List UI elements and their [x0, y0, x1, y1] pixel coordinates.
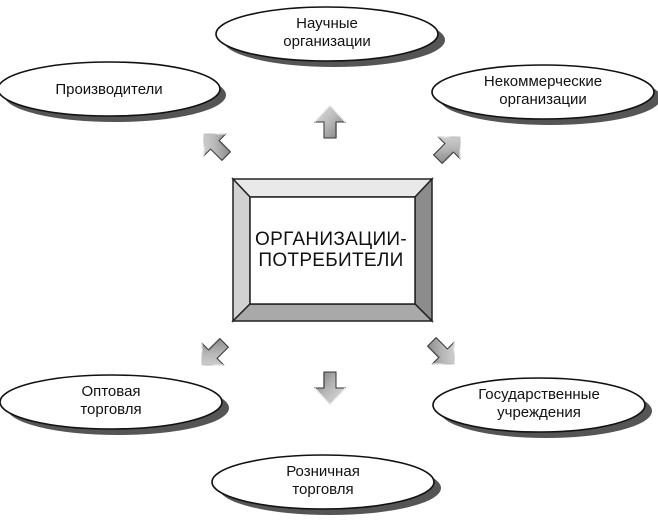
node-producers: Производители: [0, 61, 226, 122]
node-retail-trade: Розничная торговля: [211, 454, 441, 515]
node-government-line1: Государственные: [478, 386, 600, 403]
node-nonprofit-line2: организации: [499, 91, 586, 108]
node-wholesale-line2: торговля: [80, 401, 141, 418]
arrow-down-icon: [314, 371, 346, 405]
node-scientific-line2: организации: [283, 33, 370, 50]
node-retail-line1: Розничная: [286, 463, 360, 480]
node-government-institutions: Государственные учреждения: [432, 377, 652, 438]
arrow-down-left-icon: [190, 331, 236, 377]
node-retail-line2: торговля: [292, 481, 353, 498]
node-wholesale-line1: Оптовая: [81, 383, 140, 400]
arrow-up-right-icon: [426, 125, 472, 171]
node-nonprofit-line1: Некоммерческие: [484, 73, 602, 90]
node-government-line2: учреждения: [497, 404, 581, 421]
arrow-up-icon: [314, 105, 346, 139]
node-wholesale-trade: Оптовая торговля: [0, 374, 229, 435]
center-box: ОРГАНИЗАЦИИ- ПОТРЕБИТЕЛИ: [231, 177, 434, 323]
node-scientific-organizations: Научные организации: [215, 6, 445, 67]
node-producers-line1: Производители: [55, 81, 162, 98]
center-title-line2: ПОТРЕБИТЕЛИ: [258, 250, 403, 271]
node-scientific-line1: Научные: [296, 15, 358, 32]
arrow-up-left-icon: [192, 122, 238, 168]
arrow-down-right-icon: [420, 330, 466, 376]
node-nonprofit-organizations: Некоммерческие организации: [431, 64, 658, 125]
center-title-line1: ОРГАНИЗАЦИИ-: [255, 229, 407, 250]
